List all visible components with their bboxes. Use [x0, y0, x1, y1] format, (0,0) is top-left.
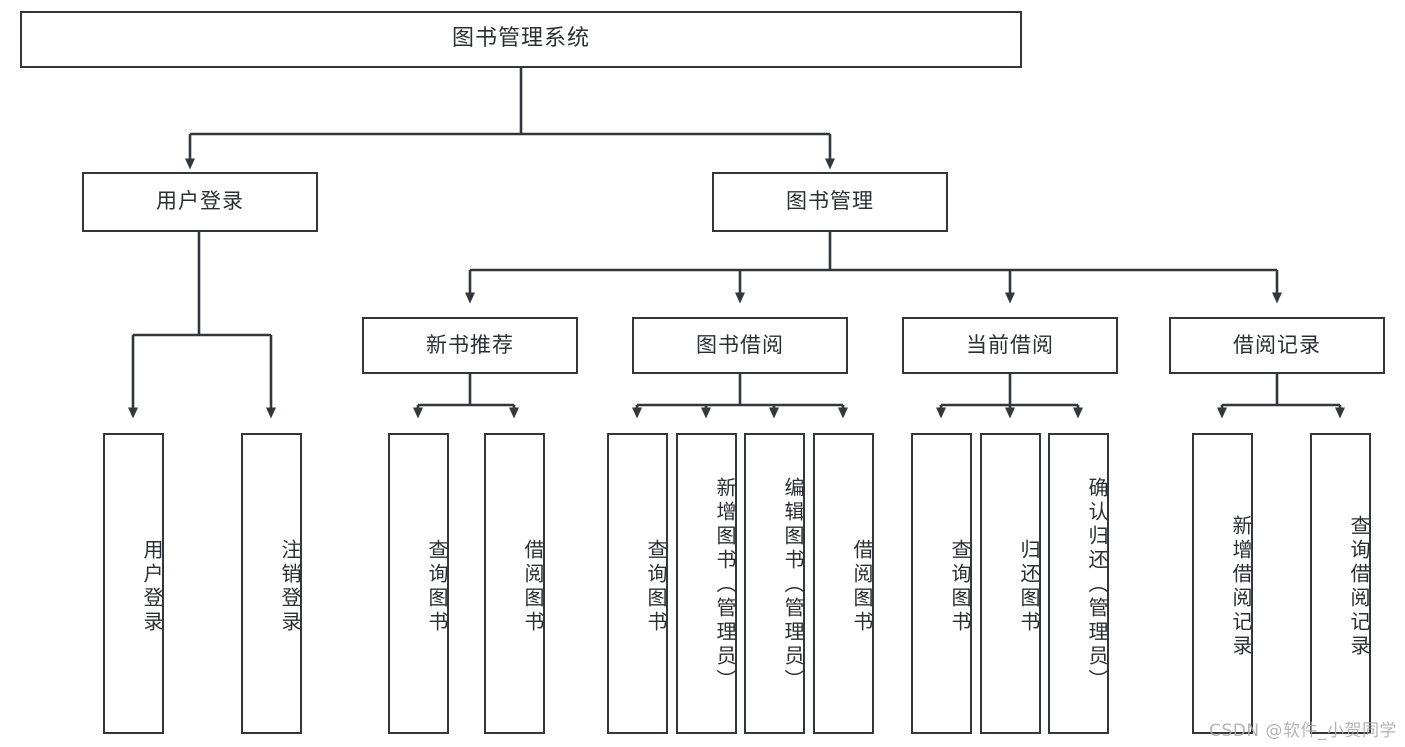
node-current-borrowing[interactable]: 当前借阅: [902, 317, 1118, 374]
leaf-borrow-add-book-admin[interactable]: 新增图书（管理员）: [676, 433, 737, 734]
node-user-login[interactable]: 用户登录: [82, 172, 318, 232]
leaf-record-add-borrow-record[interactable]: 新增借阅记录: [1192, 433, 1253, 734]
leaf-user-login-signout[interactable]: 注销登录: [241, 433, 302, 734]
leaf-new-book-borrow-books[interactable]: 借阅图书: [484, 433, 545, 734]
node-book-management[interactable]: 图书管理: [712, 172, 948, 232]
leaf-current-confirm-return-admin[interactable]: 确认归还（管理员）: [1048, 433, 1109, 734]
node-book-borrowing[interactable]: 图书借阅: [632, 317, 848, 374]
leaf-current-query-books[interactable]: 查询图书: [911, 433, 972, 734]
leaf-new-book-query-books[interactable]: 查询图书: [388, 433, 449, 734]
leaf-borrow-query-books[interactable]: 查询图书: [607, 433, 668, 734]
leaf-borrow-edit-book-admin[interactable]: 编辑图书（管理员）: [744, 433, 805, 734]
node-root-system[interactable]: 图书管理系统: [20, 11, 1022, 68]
leaf-borrow-borrow-books[interactable]: 借阅图书: [813, 433, 874, 734]
leaf-current-return-books[interactable]: 归还图书: [980, 433, 1041, 734]
leaf-user-login-signin[interactable]: 用户登录: [103, 433, 164, 734]
node-new-book-recommendation[interactable]: 新书推荐: [362, 317, 578, 374]
csdn-watermark: CSDN @软件_小贺同学: [1209, 721, 1397, 741]
leaf-record-query-borrow-record[interactable]: 查询借阅记录: [1310, 433, 1371, 734]
node-borrowing-record[interactable]: 借阅记录: [1169, 317, 1385, 374]
